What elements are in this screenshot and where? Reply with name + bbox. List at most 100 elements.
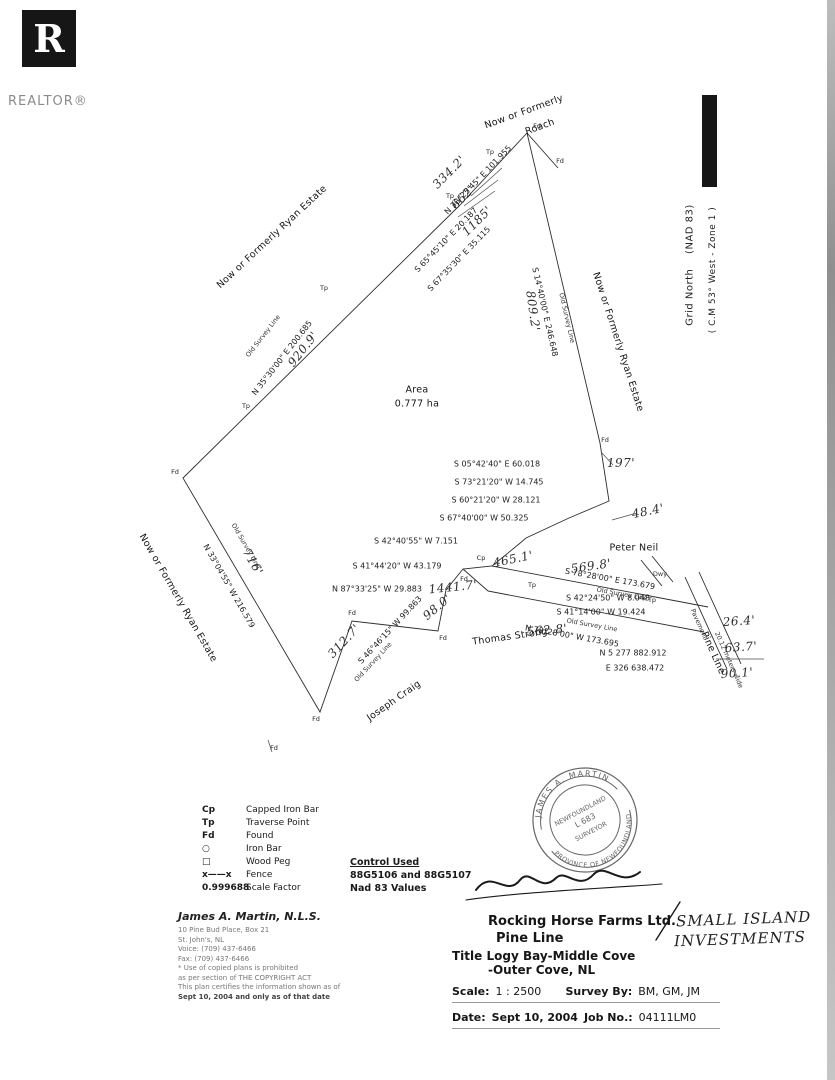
surveyor-name: James A. Martin, N.L.S. xyxy=(178,910,321,923)
project-name: Pine Line xyxy=(496,931,564,946)
job-no-label: Job No.: xyxy=(583,1011,633,1024)
scale-value: 1 : 2500 xyxy=(495,985,542,998)
control-used-block: Control Used 88G5106 and 88G5107 Nad 83 … xyxy=(350,856,472,895)
surveyor-fine-print-line: Fax: (709) 437-6466 xyxy=(178,954,250,963)
survey-marker: Fd xyxy=(312,715,320,723)
parcel-boundary xyxy=(182,132,610,714)
legend-symbol: Fd xyxy=(202,831,215,841)
surveyor-fine-print-line: 10 Pine Bud Place, Box 21 xyxy=(178,926,270,934)
map-label: 0.777 ha xyxy=(394,398,440,410)
map-label: S 05°42'40" E 60.018 xyxy=(453,459,541,469)
survey-marker: Cp xyxy=(476,554,486,562)
legend-row: Tp Traverse Point xyxy=(196,817,319,830)
survey-marker: Fd xyxy=(460,575,468,583)
legend-symbol: Tp xyxy=(202,818,215,828)
legend-row: ○Iron Bar xyxy=(196,843,319,856)
realtor-logo-letter: R xyxy=(33,15,65,61)
legend-symbol: x——x xyxy=(202,870,232,880)
leader-line xyxy=(463,179,499,207)
survey-marker: Fd xyxy=(348,609,356,617)
surveyor-fine-print-line: Sept 10, 2004 and only as of that date xyxy=(178,992,330,1001)
pine-line-east-edge xyxy=(684,576,728,670)
map-label: S 42°24'50" W 8.048 xyxy=(566,593,650,603)
hand-annotation: 197' xyxy=(606,456,636,470)
hand-annotation: 48.4' xyxy=(630,500,666,522)
hand-annotation: 63.7' xyxy=(724,638,758,656)
map-label: Old Survey Line xyxy=(557,292,577,344)
legend-symbol: ○ xyxy=(202,844,210,854)
grid-north-label: Grid North (NAD 83) xyxy=(684,204,696,326)
title-value: Logy Bay-Middle Cove xyxy=(486,949,636,963)
legend-label: Scale Factor xyxy=(246,883,301,893)
map-label: Joseph Craig xyxy=(364,678,424,724)
legend-symbol: 0.999688 xyxy=(202,883,250,893)
hand-annotation: 98.0' xyxy=(420,591,454,623)
legend-label: Traverse Point xyxy=(246,818,310,828)
survey-marker: Tp xyxy=(445,192,455,200)
stray-tick xyxy=(267,739,273,753)
survey-by-value: BM, GM, JM xyxy=(638,985,701,998)
map-label: S 46°46'15" W 99.863 xyxy=(356,594,424,666)
control-used-line2: Nad 83 Values xyxy=(350,883,427,894)
legend-label: Wood Peg xyxy=(246,857,291,867)
date-label: Date: xyxy=(452,1011,486,1024)
map-label: Now or Formerly Ryan Estate xyxy=(590,270,646,414)
survey-by-label: Survey By: xyxy=(565,985,633,998)
leader-line xyxy=(457,190,496,218)
map-label: S 41°14'00" W 19.424 xyxy=(556,607,646,617)
legend-symbol: Cp xyxy=(202,805,216,815)
hand-annotation: 90.1' xyxy=(720,664,754,682)
legend-symbol: □ xyxy=(202,857,211,867)
date-value: Sept 10, 2004 xyxy=(491,1011,578,1024)
title-value-line2: -Outer Cove, NL xyxy=(488,963,596,977)
map-label: E 326 638.472 xyxy=(605,663,665,673)
survey-marker: Fd xyxy=(556,157,564,165)
driveway-line-2 xyxy=(651,555,674,583)
leader-line xyxy=(611,512,638,521)
survey-marker: Tp xyxy=(527,581,537,589)
map-label: S 42°40'55" W 7.151 xyxy=(374,536,458,546)
driveway-line-1 xyxy=(640,559,663,587)
map-label: S 41°44'20" W 43.179 xyxy=(352,561,442,571)
map-label: Now or Formerly Ryan Estate xyxy=(214,183,330,291)
survey-marker: Fd xyxy=(171,468,179,476)
scale-label: Scale: xyxy=(452,985,490,998)
map-label: N 87°33'25" W 29.883 xyxy=(332,584,422,594)
control-used-line1: 88G5106 and 88G5107 xyxy=(350,870,472,881)
hand-annotation: 1441.7' xyxy=(428,577,478,597)
pine-line-west-edge xyxy=(698,571,742,665)
stamp-outer-ring xyxy=(532,767,638,873)
survey-marker: Tp xyxy=(647,596,657,604)
survey-marker: Tp xyxy=(241,402,251,410)
surveyor-fine-print-line: * Use of copied plans is prohibited xyxy=(178,964,299,972)
surveyor-block: James A. Martin, N.L.S. 10 Pine Bud Plac… xyxy=(178,910,368,1002)
scale-row: Scale: 1 : 2500 Survey By: BM, GM, JM xyxy=(452,985,720,1003)
grid-north-zone-label: ( C.M 53° West - Zone 1 ) xyxy=(708,206,718,334)
title-block: Rocking Horse Farms Ltd. Pine Line Title… xyxy=(452,914,720,1029)
hand-annotation: 465.1' xyxy=(491,547,535,571)
title-label: Title xyxy=(452,949,483,963)
hand-annotation: 334.2' xyxy=(429,152,469,192)
date-row: Date: Sept 10, 2004 Job No.: 04111LM0 xyxy=(452,1011,720,1029)
survey-marker: Tp xyxy=(485,148,495,156)
control-used-title: Control Used xyxy=(350,857,420,868)
map-label: S 73°21'20" W 14.745 xyxy=(454,477,544,487)
access-strip-connector xyxy=(462,568,489,592)
realtor-logo: R xyxy=(22,10,76,67)
signature-underline xyxy=(465,883,663,901)
hand-annotation: 312.7' xyxy=(325,621,363,661)
map-label: S 67°40'00" W 50.325 xyxy=(439,513,529,523)
leader-line xyxy=(470,167,503,197)
corner-spur-line xyxy=(526,132,559,169)
map-label: Peter Neil xyxy=(609,542,659,554)
map-label: Area xyxy=(405,384,429,396)
map-label: Dwy xyxy=(652,570,668,578)
leader-line xyxy=(600,451,614,466)
